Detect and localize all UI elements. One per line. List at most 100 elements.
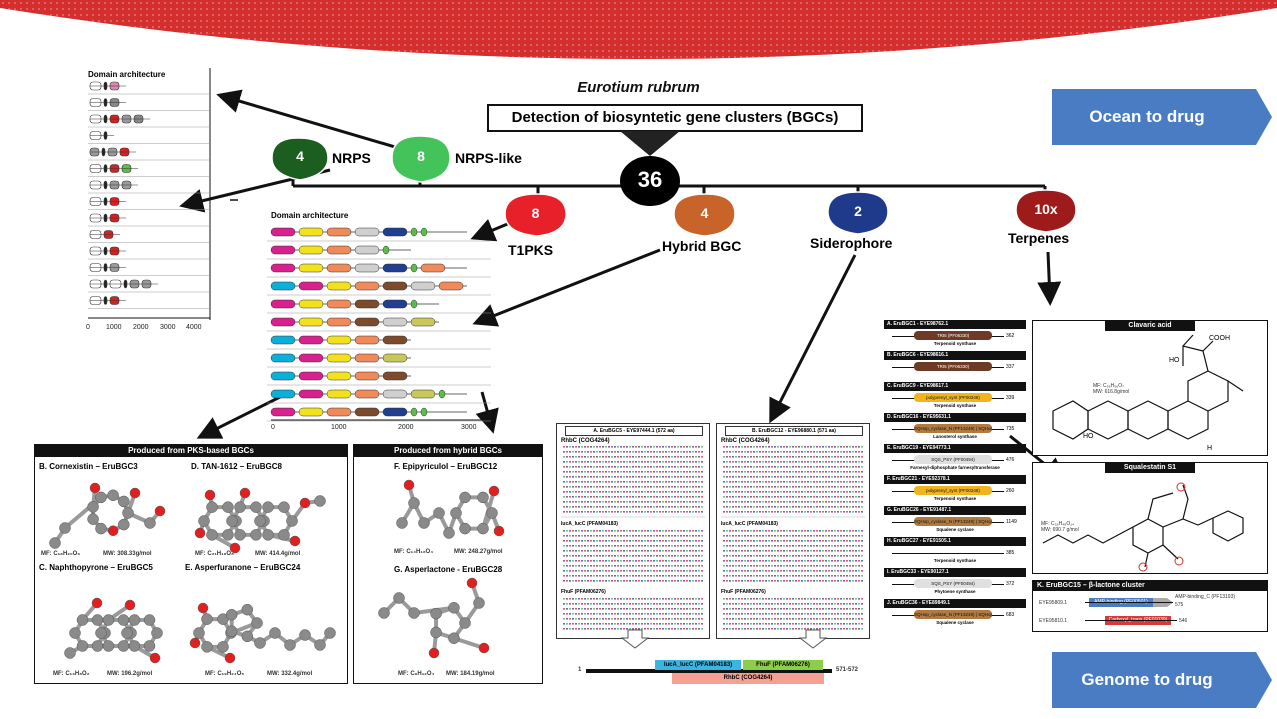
alignment-residue bbox=[584, 471, 586, 473]
alignment-residue bbox=[762, 506, 764, 508]
alignment-residue bbox=[846, 570, 848, 572]
alignment-residue bbox=[605, 456, 607, 458]
alignment-residue bbox=[834, 580, 836, 582]
carbon-atom bbox=[250, 529, 262, 541]
alignment-residue bbox=[680, 446, 682, 448]
alignment-residue bbox=[626, 613, 628, 615]
carbon-atom bbox=[95, 491, 107, 504]
alignment-residue bbox=[828, 598, 830, 600]
alignment-residue bbox=[810, 565, 812, 567]
alignment-residue bbox=[747, 540, 749, 542]
carbon-atom bbox=[459, 522, 471, 535]
alignment-residue bbox=[759, 446, 761, 448]
alignment-residue bbox=[611, 623, 613, 625]
alignment-residue bbox=[780, 471, 782, 473]
alignment-residue bbox=[765, 545, 767, 547]
alignment-residue bbox=[686, 580, 688, 582]
alignment-residue bbox=[677, 446, 679, 448]
alignment-residue bbox=[638, 446, 640, 448]
alignment-residue bbox=[849, 446, 851, 448]
alignment-residue bbox=[861, 471, 863, 473]
alignment-residue bbox=[852, 628, 854, 630]
alignment-residue bbox=[741, 496, 743, 498]
alignment-residue bbox=[650, 491, 652, 493]
alignment-residue bbox=[789, 623, 791, 625]
alignment-residue bbox=[726, 580, 728, 582]
alignment-residue bbox=[807, 618, 809, 620]
clavaric-bond bbox=[1167, 400, 1209, 440]
alignment-residue bbox=[638, 570, 640, 572]
alignment-residue bbox=[825, 540, 827, 542]
alignment-residue bbox=[783, 491, 785, 493]
alignment-residue bbox=[623, 603, 625, 605]
alignment-residue bbox=[647, 491, 649, 493]
alignment-residue bbox=[698, 540, 700, 542]
alignment-residue bbox=[828, 580, 830, 582]
alignment-residue bbox=[686, 461, 688, 463]
alignment-residue bbox=[747, 486, 749, 488]
alignment-residue bbox=[698, 560, 700, 562]
alignment-residue bbox=[587, 506, 589, 508]
alignment-residue bbox=[723, 471, 725, 473]
genome-to-drug-button[interactable]: Genome to drug bbox=[1052, 652, 1272, 708]
alignment-residue bbox=[674, 613, 676, 615]
alignment-residue bbox=[783, 540, 785, 542]
alignment-residue bbox=[738, 608, 740, 610]
alignment-residue bbox=[786, 471, 788, 473]
alignment-residue bbox=[692, 496, 694, 498]
product-c-mw: MW: 196.2g/mol bbox=[107, 671, 153, 677]
alignment-residue bbox=[689, 530, 691, 532]
alignment-residue bbox=[656, 598, 658, 600]
alignment-residue bbox=[807, 565, 809, 567]
ocean-to-drug-button[interactable]: Ocean to drug bbox=[1052, 89, 1272, 145]
alignment-residue bbox=[723, 555, 725, 557]
alignment-residue bbox=[726, 570, 728, 572]
alignment-residue bbox=[602, 550, 604, 552]
alignment-residue bbox=[665, 550, 667, 552]
alignment-residue bbox=[569, 456, 571, 458]
alignment-residue bbox=[840, 511, 842, 513]
alignment-residue bbox=[738, 491, 740, 493]
alignment-residue bbox=[566, 476, 568, 478]
pks-domain bbox=[270, 335, 296, 345]
alignment-residue bbox=[584, 456, 586, 458]
alignment-residue bbox=[807, 481, 809, 483]
alignment-residue bbox=[786, 628, 788, 630]
alignment-residue bbox=[692, 486, 694, 488]
alignment-residue bbox=[596, 446, 598, 448]
alignment-residue bbox=[692, 471, 694, 473]
alignment-residue bbox=[756, 471, 758, 473]
alignment-residue bbox=[701, 456, 703, 458]
alignment-residue bbox=[614, 540, 616, 542]
alignment-residue bbox=[611, 540, 613, 542]
alignment-residue bbox=[738, 461, 740, 463]
alignment-residue bbox=[726, 618, 728, 620]
alignment-residue bbox=[629, 461, 631, 463]
alignment-residue bbox=[641, 456, 643, 458]
alignment-residue bbox=[623, 456, 625, 458]
alignment-residue bbox=[819, 456, 821, 458]
alignment-residue bbox=[671, 540, 673, 542]
alignment-residue bbox=[810, 628, 812, 630]
alignment-residue bbox=[837, 575, 839, 577]
alignment-residue bbox=[683, 501, 685, 503]
alignment-residue bbox=[804, 545, 806, 547]
alignment-residue bbox=[807, 476, 809, 478]
alignment-residue bbox=[632, 511, 634, 513]
alignment-residue bbox=[638, 456, 640, 458]
alignment-residue bbox=[831, 545, 833, 547]
alignment-residue bbox=[735, 608, 737, 610]
alignment-residue bbox=[671, 628, 673, 630]
squalestatin-bond bbox=[1132, 518, 1164, 554]
alignment-residue bbox=[861, 446, 863, 448]
domain-map-bar bbox=[586, 669, 832, 673]
alignment-residue bbox=[798, 613, 800, 615]
alignment-residue bbox=[789, 560, 791, 562]
alignment-residue bbox=[599, 506, 601, 508]
alignment-residue bbox=[858, 476, 860, 478]
alignment-residue bbox=[587, 476, 589, 478]
alignment-residue bbox=[741, 560, 743, 562]
alignment-residue bbox=[614, 613, 616, 615]
alignment-residue bbox=[795, 466, 797, 468]
alignment-residue bbox=[698, 628, 700, 630]
